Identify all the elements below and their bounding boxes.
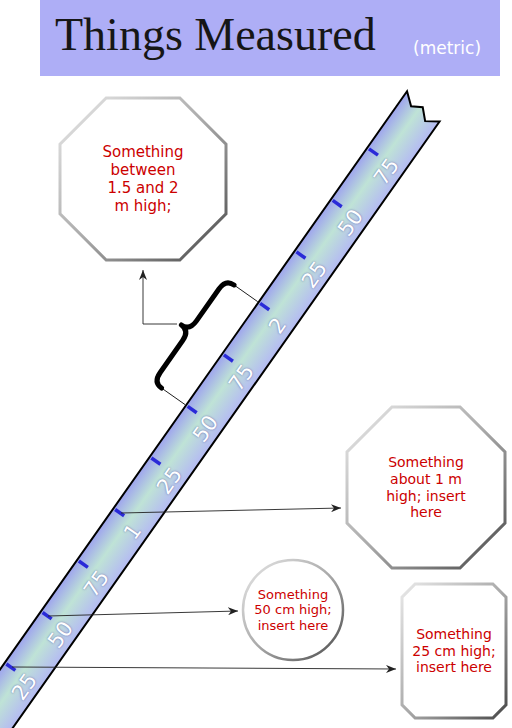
node-text-group: Something between 1.5 and 2 m high; [101, 143, 185, 215]
tick [151, 458, 160, 464]
circle-outline [243, 560, 343, 660]
tick [188, 406, 197, 412]
unit-note: (metric) [413, 38, 481, 58]
leader-line [48, 611, 238, 616]
tick [260, 303, 269, 309]
leader-line [12, 667, 396, 669]
tick [369, 149, 378, 155]
octagon-outline [60, 98, 226, 260]
octagon-outline [402, 584, 506, 718]
callout-circle: Something 50 cm high; insert here [241, 558, 345, 662]
callout-octagon: Something between 1.5 and 2 m high; [58, 96, 228, 262]
brace-leader [161, 388, 185, 405]
tick [333, 200, 342, 206]
node-text-group: Something 50 cm high; insert here [253, 587, 333, 634]
ruler-body [0, 91, 443, 728]
callout-text: Something between 1.5 and 2 m high; [101, 143, 185, 215]
octagon-outline [347, 407, 505, 568]
callout-text: Something 25 cm high; insert here [412, 626, 496, 676]
callout-octagon: Something about 1 m high; insert here [345, 405, 507, 570]
tick [224, 355, 233, 361]
brace-leader [234, 285, 258, 302]
tick [79, 561, 88, 567]
callout-octagon: Something 25 cm high; insert here [400, 582, 508, 720]
leader-line [143, 270, 177, 324]
callout-text: Something 50 cm high; insert here [253, 587, 333, 634]
tick [296, 252, 305, 258]
node-text-group: Something 25 cm high; insert here [412, 626, 496, 676]
ruler [0, 62, 443, 728]
title: Things Measured [55, 8, 376, 61]
leader-line [121, 508, 341, 513]
title-band [40, 0, 500, 76]
callout-text: Something about 1 m high; insert here [384, 454, 468, 521]
curly-brace [145, 273, 234, 388]
node-text-group: Something about 1 m high; insert here [384, 454, 468, 521]
